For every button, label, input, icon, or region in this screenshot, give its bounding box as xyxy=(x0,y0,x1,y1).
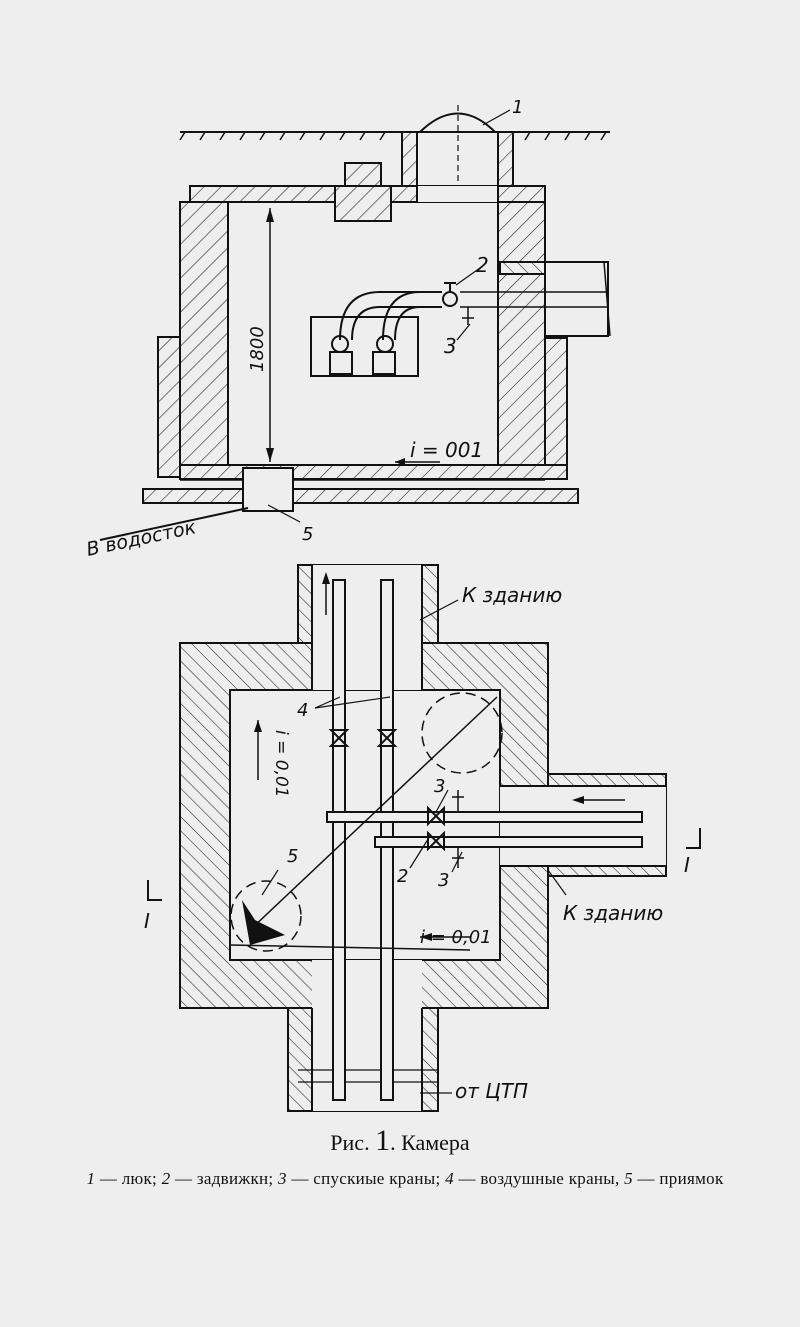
floor-slab xyxy=(179,464,568,480)
plan-slope-horizontal: i = 0,01 xyxy=(420,927,492,948)
equipment-box xyxy=(310,316,419,377)
callout-1: 1 xyxy=(512,97,523,118)
legend-num-2: 2 xyxy=(161,1169,171,1188)
legend-text-2: — задвижкн; xyxy=(175,1169,274,1188)
sump-marker xyxy=(242,900,285,945)
section-slope-label: i = 001 xyxy=(410,438,483,462)
section-view xyxy=(99,105,611,541)
plan-hatch-circle xyxy=(421,692,503,774)
plan-sump-circle xyxy=(230,880,302,952)
pipe-horizontal-1 xyxy=(326,811,643,823)
sump xyxy=(242,467,294,512)
caption-number: 1 xyxy=(375,1124,391,1157)
callout-3: 3 xyxy=(444,334,457,358)
left-wall xyxy=(179,201,229,478)
to-building-top-label: К зданию xyxy=(462,583,562,607)
pipe-horizontal-2 xyxy=(374,836,643,848)
legend-text-4: — воздушные краны, xyxy=(458,1169,620,1188)
legend-num-5: 5 xyxy=(624,1169,633,1188)
drain-pipe-line xyxy=(99,507,249,541)
ground-ticks xyxy=(179,131,607,141)
legend-text-3: — спускиые краны; xyxy=(291,1169,441,1188)
figure-caption: Рис. 1. Камера xyxy=(0,1124,800,1158)
caption-title: . Камера xyxy=(390,1130,470,1155)
callout-2: 2 xyxy=(476,253,489,277)
shaft-wall-right xyxy=(497,131,514,191)
dimension-label: 1800 xyxy=(247,326,268,372)
legend-text-1: — люк; xyxy=(99,1169,158,1188)
drain-label: В водосток xyxy=(84,516,198,561)
from-ctp-label: от ЦТП xyxy=(455,1079,528,1103)
air-valve-1-icon xyxy=(328,729,350,747)
legend-num-4: 4 xyxy=(445,1169,454,1188)
to-building-right-label: К зданию xyxy=(563,901,663,925)
legend-num-1: 1 xyxy=(86,1169,96,1188)
section-valve-icon xyxy=(442,291,458,307)
plan-callout-3-top: 3 xyxy=(434,776,445,797)
plan-callout-5: 5 xyxy=(287,846,298,867)
plan-callout-3-bottom: 3 xyxy=(438,870,449,891)
legend-text-5: — приямок xyxy=(637,1169,724,1188)
legend-num-3: 3 xyxy=(278,1169,287,1188)
valve-1-icon xyxy=(427,805,445,827)
plan-callout-2: 2 xyxy=(397,866,408,887)
plan-callout-4: 4 xyxy=(297,700,308,721)
chamber-drawing: 1 2 3 5 i = 001 1800 В водосток xyxy=(84,97,701,1112)
plan-room xyxy=(229,689,501,961)
plan-slope-vertical: i = 0,01 xyxy=(271,730,291,798)
shaft-wall-left xyxy=(401,131,418,191)
pipe-vertical-1 xyxy=(332,579,346,1101)
section-mark-left: I xyxy=(144,909,150,933)
right-wall xyxy=(497,201,546,478)
air-valve-2-icon xyxy=(376,729,398,747)
plan-view xyxy=(147,564,701,1112)
section-mark-right: I xyxy=(684,853,690,877)
hatch-dome xyxy=(419,112,496,133)
valve-2-icon xyxy=(427,830,445,852)
callout-5: 5 xyxy=(302,524,313,545)
base-slab xyxy=(142,488,579,504)
caption-prefix: Рис. xyxy=(330,1130,370,1155)
figure-legend: 1 — люк; 2 — задвижкн; 3 — спускиые кран… xyxy=(60,1168,750,1190)
